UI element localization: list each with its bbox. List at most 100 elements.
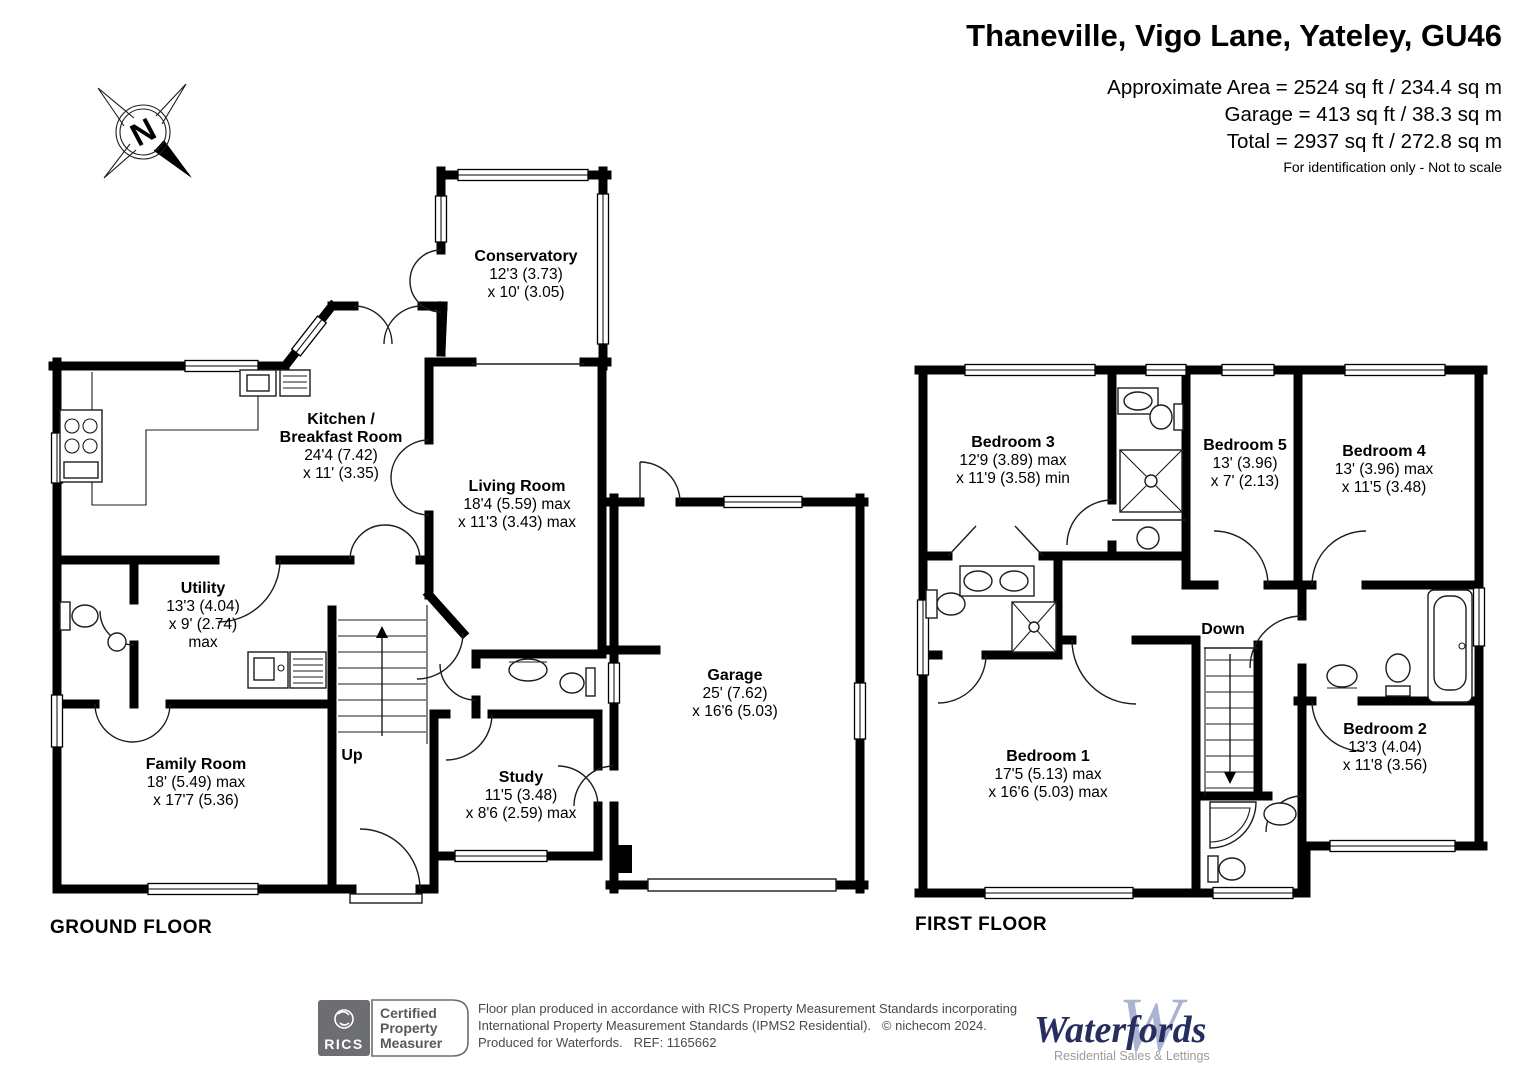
room-dim-family-2: x 17'7 (5.36) — [153, 792, 239, 809]
room-dim-utility-1: 13'3 (4.04) — [166, 598, 240, 615]
credit-line-2: International Property Measurement Stand… — [478, 1018, 987, 1033]
stairs-up-arrow — [376, 626, 388, 638]
utility-fixtures — [59, 601, 327, 689]
room-label-bedroom1: Bedroom 1 — [1006, 748, 1090, 765]
cloak-basin — [508, 658, 548, 682]
room-dim-bedroom5-1: 13' (3.96) — [1213, 455, 1278, 472]
room-dim-bedroom1-1: 17'5 (5.13) max — [994, 766, 1101, 783]
room-dim-conservatory-1: 12'3 (3.73) — [489, 266, 563, 283]
room-label-bedroom3: Bedroom 3 — [971, 434, 1055, 451]
room-dim-utility-3: max — [188, 634, 218, 651]
room-dim-kitchen-1: 24'4 (7.42) — [304, 447, 378, 464]
kitchen-fixtures — [59, 369, 311, 506]
shower-room-fixtures — [1207, 801, 1297, 883]
rics-lion-icon — [334, 1009, 354, 1029]
first-floor-walls — [914, 365, 1488, 898]
room-dim-kitchen-2: x 11' (3.35) — [303, 465, 379, 482]
room-dim-bedroom2-2: x 11'8 (3.56) — [1343, 757, 1428, 774]
room-label-bedroom4: Bedroom 4 — [1342, 443, 1426, 460]
room-dim-living-1: 18'4 (5.59) max — [463, 496, 570, 513]
scale-disclaimer: For identification only - Not to scale — [1283, 159, 1502, 175]
cloakroom-fixtures — [508, 658, 596, 697]
room-dim-bedroom3-1: 12'9 (3.89) max — [959, 452, 1066, 469]
room-label-kitchen-2: Breakfast Room — [280, 429, 403, 446]
room-label-living-room: Living Room — [469, 478, 566, 495]
room-dim-conservatory-2: x 10' (3.05) — [487, 284, 564, 301]
room-dim-bedroom5-2: x 7' (2.13) — [1211, 473, 1279, 490]
rics-badge-light-box — [371, 999, 469, 1057]
room-label-study: Study — [499, 769, 544, 786]
compass-north-pointer — [154, 140, 192, 178]
waterfords-monogram: W — [1118, 983, 1188, 1067]
shower-room-basin — [1263, 802, 1297, 826]
header: Thaneville, Vigo Lane, Yateley, GU46 App… — [966, 18, 1502, 175]
room-label-bedroom5: Bedroom 5 — [1203, 437, 1287, 454]
garage-step-notch — [616, 845, 632, 873]
garage-door — [647, 878, 837, 892]
waterfords-tagline: Residential Sales & Lettings — [1054, 1049, 1210, 1063]
bathroom-basin — [1326, 664, 1358, 688]
ensuite-a-fixtures — [1117, 387, 1184, 513]
ensuite-a-toilet-cistern — [1173, 403, 1184, 431]
ensuite-a-toilet — [1149, 404, 1173, 430]
total-area-text: Total = 2937 sq ft / 272.8 sq m — [1227, 130, 1502, 153]
ground-floor-title: GROUND FLOOR — [50, 917, 212, 938]
first-floor-title: FIRST FLOOR — [915, 914, 1047, 935]
waterfords-wordmark: Waterfords — [1034, 1009, 1206, 1051]
stairs-down-arrow — [1224, 772, 1236, 784]
stairs-down-label: Down — [1201, 621, 1245, 638]
rics-brand-text: RICS — [324, 1036, 363, 1052]
compass-circle-inner — [119, 108, 167, 156]
wc-toilet — [71, 604, 99, 628]
first-floor-plan: Bedroom 3 12'9 (3.89) max x 11'9 (3.58) … — [914, 363, 1488, 935]
footer: RICS Certified Property Measurer Floor p… — [318, 983, 1210, 1067]
room-dim-garage-1: 25' (7.62) — [703, 685, 768, 702]
cloak-toilet-cistern — [585, 667, 596, 697]
compass-circle-outer — [115, 104, 171, 160]
stairs-up — [338, 605, 428, 744]
ensuite-cupboard-basin — [1136, 526, 1160, 550]
ensuite-b-fixtures — [925, 565, 1057, 653]
first-floor-labels: Bedroom 3 12'9 (3.89) max x 11'9 (3.58) … — [915, 434, 1434, 935]
stairs-up-label: Up — [341, 747, 363, 764]
room-label-utility: Utility — [181, 580, 226, 597]
bathroom-toilet-cistern — [1385, 685, 1411, 697]
page-title: Thaneville, Vigo Lane, Yateley, GU46 — [966, 18, 1502, 53]
room-label-family-room: Family Room — [146, 756, 246, 773]
room-dim-bedroom2-1: 13'3 (4.04) — [1348, 739, 1422, 756]
bathroom-toilet — [1385, 653, 1411, 683]
waterfords-logo: W Waterfords Residential Sales & Letting… — [1034, 983, 1210, 1067]
wc-basin — [107, 632, 127, 652]
cloak-toilet — [559, 672, 585, 694]
approximate-area-text: Approximate Area = 2524 sq ft / 234.4 sq… — [1107, 76, 1502, 99]
wc-toilet-cistern — [59, 601, 71, 631]
room-label-kitchen-1: Kitchen / — [307, 411, 375, 428]
room-label-garage: Garage — [707, 667, 762, 684]
washing-machine — [289, 651, 327, 689]
room-label-conservatory: Conservatory — [474, 248, 577, 265]
ground-floor-windows — [50, 168, 867, 896]
rics-badge: RICS Certified Property Measurer — [318, 999, 469, 1057]
compass-rose: N — [97, 83, 192, 179]
first-floor-doors — [937, 499, 1367, 833]
room-label-bedroom2: Bedroom 2 — [1343, 721, 1427, 738]
room-dim-utility-2: x 9' (2.74) — [169, 616, 237, 633]
front-porch-step — [349, 893, 423, 904]
first-floor-windows — [916, 363, 1486, 900]
credit-line-3: Produced for Waterfords. REF: 1165662 — [478, 1035, 716, 1050]
stairs-down — [1204, 648, 1254, 796]
room-dim-bedroom4-1: 13' (3.96) max — [1335, 461, 1434, 478]
ensuite-b-toilet-cistern — [925, 589, 938, 619]
room-dim-bedroom1-2: x 16'6 (5.03) max — [988, 784, 1108, 801]
compass-north-label: N — [124, 111, 161, 154]
ground-floor-doors — [94, 249, 681, 890]
ground-floor-plan: Conservatory 12'3 (3.73) x 10' (3.05) Ki… — [48, 166, 869, 938]
shower-room-toilet — [1218, 857, 1246, 881]
credit-line-1: Floor plan produced in accordance with R… — [478, 1001, 1017, 1016]
ground-floor-labels: Conservatory 12'3 (3.73) x 10' (3.05) Ki… — [50, 248, 778, 938]
room-dim-bedroom4-2: x 11'5 (3.48) — [1342, 479, 1427, 496]
rics-line-1: Certified — [380, 1005, 437, 1021]
room-dim-study-1: 11'5 (3.48) — [485, 787, 557, 804]
